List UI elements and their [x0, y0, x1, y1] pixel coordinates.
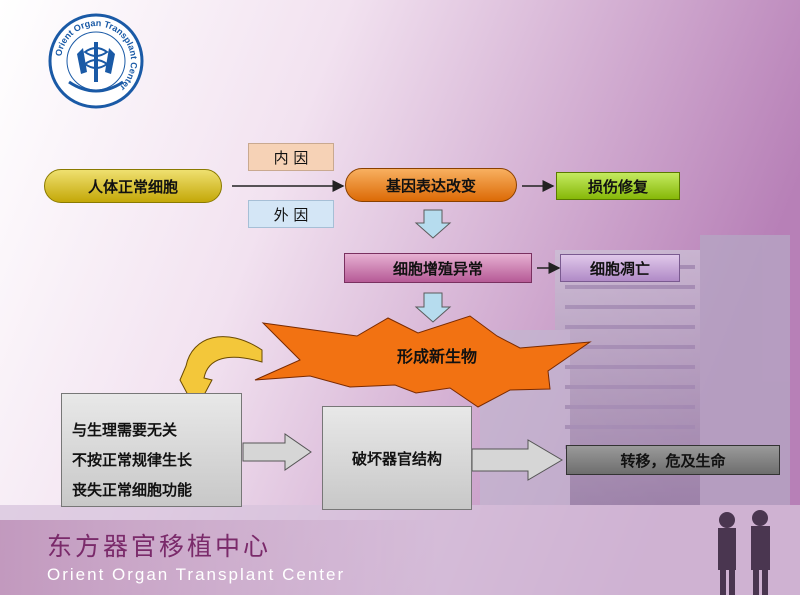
node-abnormal-proliferation: 细胞增殖异常	[344, 253, 532, 283]
feature-1: 与生理需要无关	[72, 421, 178, 439]
node-features: 与生理需要无关 不按正常规律生长 丧失正常细胞功能	[61, 393, 242, 507]
footer-title-en: Orient Organ Transplant Center	[47, 565, 346, 584]
footer-band	[0, 520, 440, 595]
people-silhouette	[718, 510, 770, 595]
caduceus-icon	[77, 42, 115, 82]
node-damage-repair: 损伤修复	[556, 172, 680, 200]
node-gene-change-label: 基因表达改变	[385, 176, 476, 195]
node-external-cause: 外 因	[248, 200, 334, 228]
right-arrow-1	[242, 433, 312, 471]
node-gene-change: 基因表达改变	[345, 168, 517, 202]
down-arrow-2	[414, 292, 452, 323]
hospital-logo: Orient Organ Transplant Center	[48, 13, 144, 109]
node-neoplasm: 形成新生物	[372, 340, 502, 370]
node-destroy-organ: 破坏器官结构	[322, 406, 472, 510]
right-arrow-2	[471, 439, 563, 481]
node-external-cause-label: 外 因	[273, 205, 309, 224]
node-internal-cause: 内 因	[248, 143, 334, 171]
neoplasm-burst	[254, 315, 592, 408]
feature-3: 丧失正常细胞功能	[72, 481, 193, 499]
node-metastasis: 转移，危及生命	[566, 445, 780, 475]
node-neoplasm-label: 形成新生物	[396, 347, 477, 366]
node-metastasis-label: 转移，危及生命	[620, 451, 726, 470]
node-damage-repair-label: 损伤修复	[587, 177, 648, 196]
footer-title-cn: 东方器官移植中心	[47, 532, 272, 561]
feature-2: 不按正常规律生长	[72, 451, 193, 469]
node-normal-cell: 人体正常细胞	[44, 169, 222, 203]
node-internal-cause-label: 内 因	[273, 148, 309, 167]
node-apoptosis: 细胞凋亡	[560, 254, 680, 282]
laurel-icon	[68, 80, 124, 93]
node-apoptosis-label: 细胞凋亡	[589, 259, 650, 278]
down-arrow-1	[414, 209, 452, 239]
node-abnormal-proliferation-label: 细胞增殖异常	[392, 259, 483, 278]
node-normal-cell-label: 人体正常细胞	[87, 177, 178, 196]
node-destroy-organ-label: 破坏器官结构	[351, 449, 442, 468]
